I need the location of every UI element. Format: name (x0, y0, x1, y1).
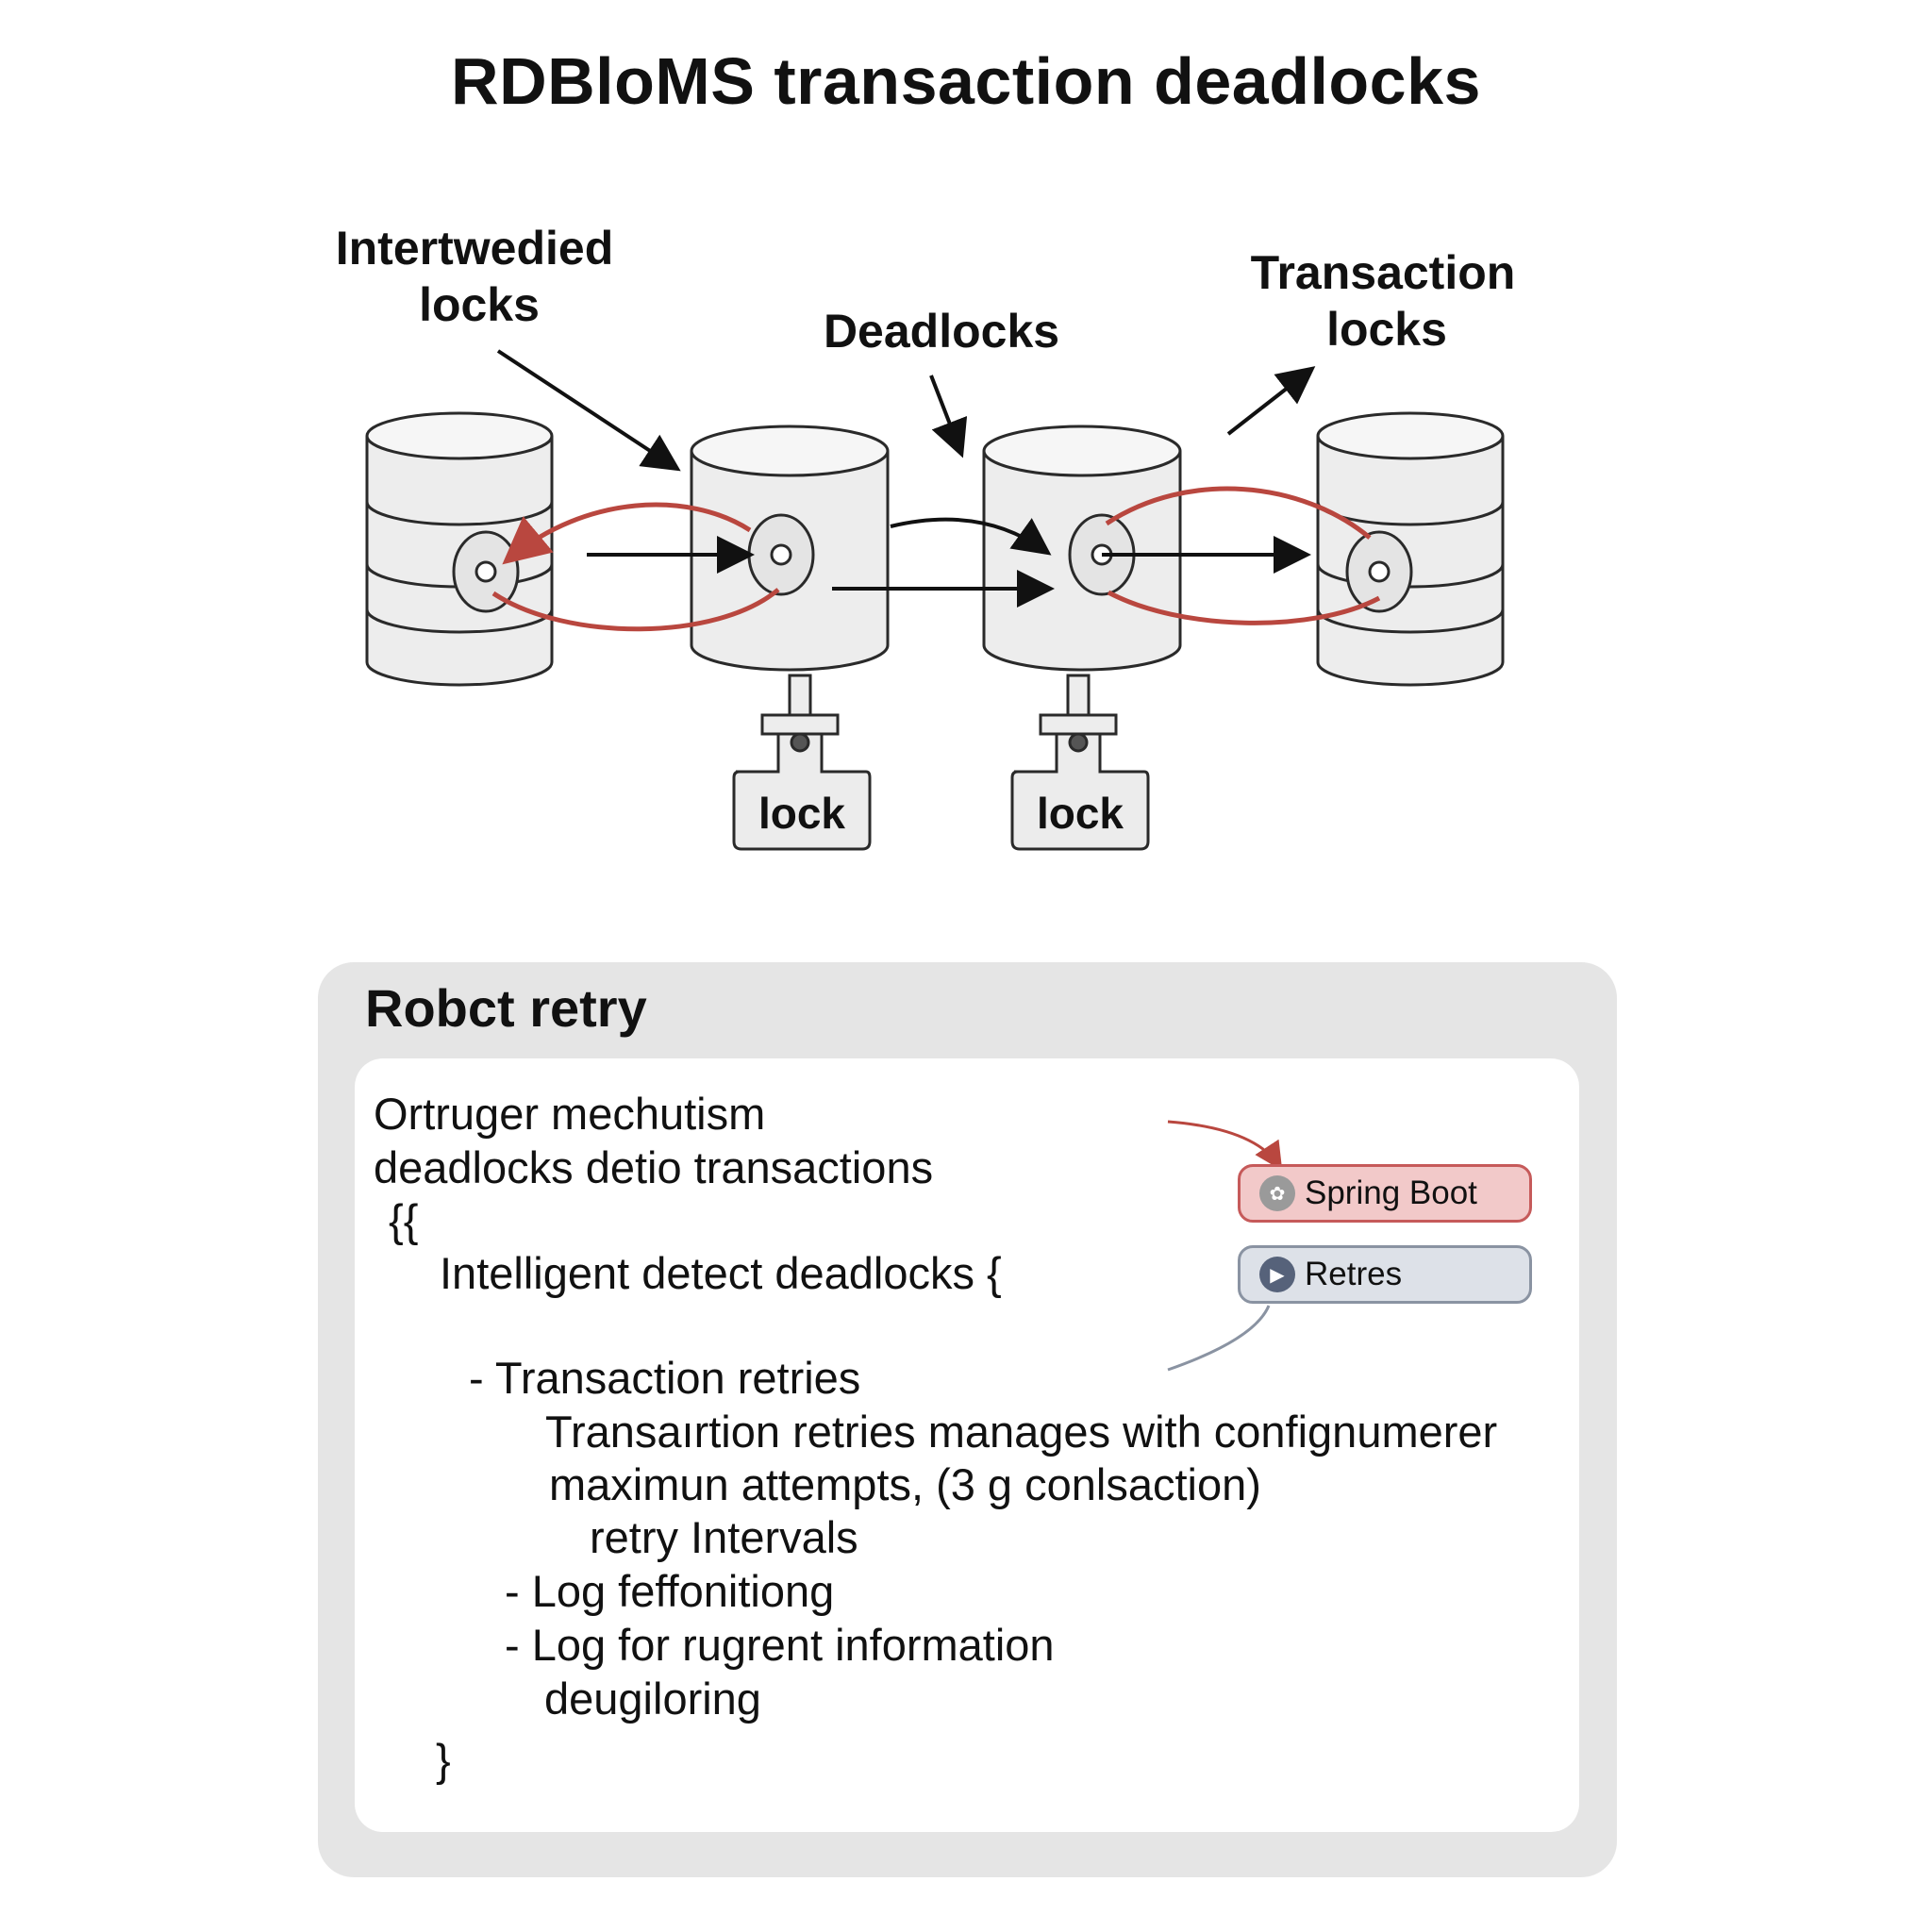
spring-boot-label: Spring Boot (1305, 1174, 1477, 1211)
play-icon: ▶ (1259, 1257, 1295, 1292)
lock-icon-2 (1010, 674, 1150, 851)
page-title: RDBloMS transaction deadlocks (451, 44, 1481, 118)
retry-line-6: Transaırtion retries manages with config… (545, 1407, 1498, 1457)
flow-arrow-3 (890, 517, 1052, 556)
label-transaction-line1: Transaction (1251, 246, 1516, 299)
retry-line-11: deugiloring (544, 1674, 761, 1724)
cycle-arrow-right-bottom (1107, 590, 1381, 625)
lock-icon-1 (732, 674, 872, 851)
database-icon-2 (690, 425, 890, 672)
database-icon-1 (365, 411, 554, 687)
spring-boot-badge[interactable]: ✿ Spring Boot (1238, 1164, 1532, 1223)
label-intertwined-line1: Intertwedied (336, 222, 613, 275)
callout-arrow-transaction (1226, 366, 1316, 436)
cycle-arrow-left-top (502, 502, 752, 565)
retry-line-1: Ortruger mechutism (374, 1089, 766, 1139)
retry-line-9: - Log feffonitiong (505, 1566, 835, 1616)
retry-panel-title: Robct retry (365, 978, 647, 1038)
label-transaction-line2: locks (1326, 303, 1447, 356)
spring-leaf-icon: ✿ (1259, 1175, 1295, 1211)
callout-arrow-deadlocks (929, 375, 968, 458)
retry-line-5: - Transaction retries (469, 1353, 861, 1403)
retres-label: Retres (1305, 1256, 1403, 1292)
callout-arrow-intertwined (496, 349, 681, 472)
label-deadlocks: Deadlocks (824, 305, 1059, 358)
retry-line-3: {{ (389, 1195, 419, 1245)
retry-line-12: } (436, 1735, 451, 1785)
retry-line-7: maximun attempts, (3 g conlsaction) (549, 1459, 1261, 1509)
database-icon-3 (982, 425, 1182, 672)
deadlock-diagram: Intertwedied locks Deadlocks Transaction… (336, 222, 1516, 851)
cycle-arrow-left-bottom (491, 588, 780, 632)
retry-line-8: retry Intervals (590, 1512, 858, 1562)
label-intertwined-line2: locks (419, 278, 540, 331)
retres-badge[interactable]: ▶ Retres (1238, 1245, 1532, 1304)
retry-line-2: deadlocks detio transactions (374, 1142, 934, 1192)
database-icon-4 (1316, 411, 1505, 687)
retry-line-4: Intelligent detect deadlocks { (440, 1248, 1002, 1298)
lock-label-1: lock (758, 789, 845, 838)
lock-label-2: lock (1037, 789, 1124, 838)
cycle-arrow-right-top (1105, 486, 1372, 540)
retry-line-10: - Log for rugrent information (505, 1620, 1055, 1670)
